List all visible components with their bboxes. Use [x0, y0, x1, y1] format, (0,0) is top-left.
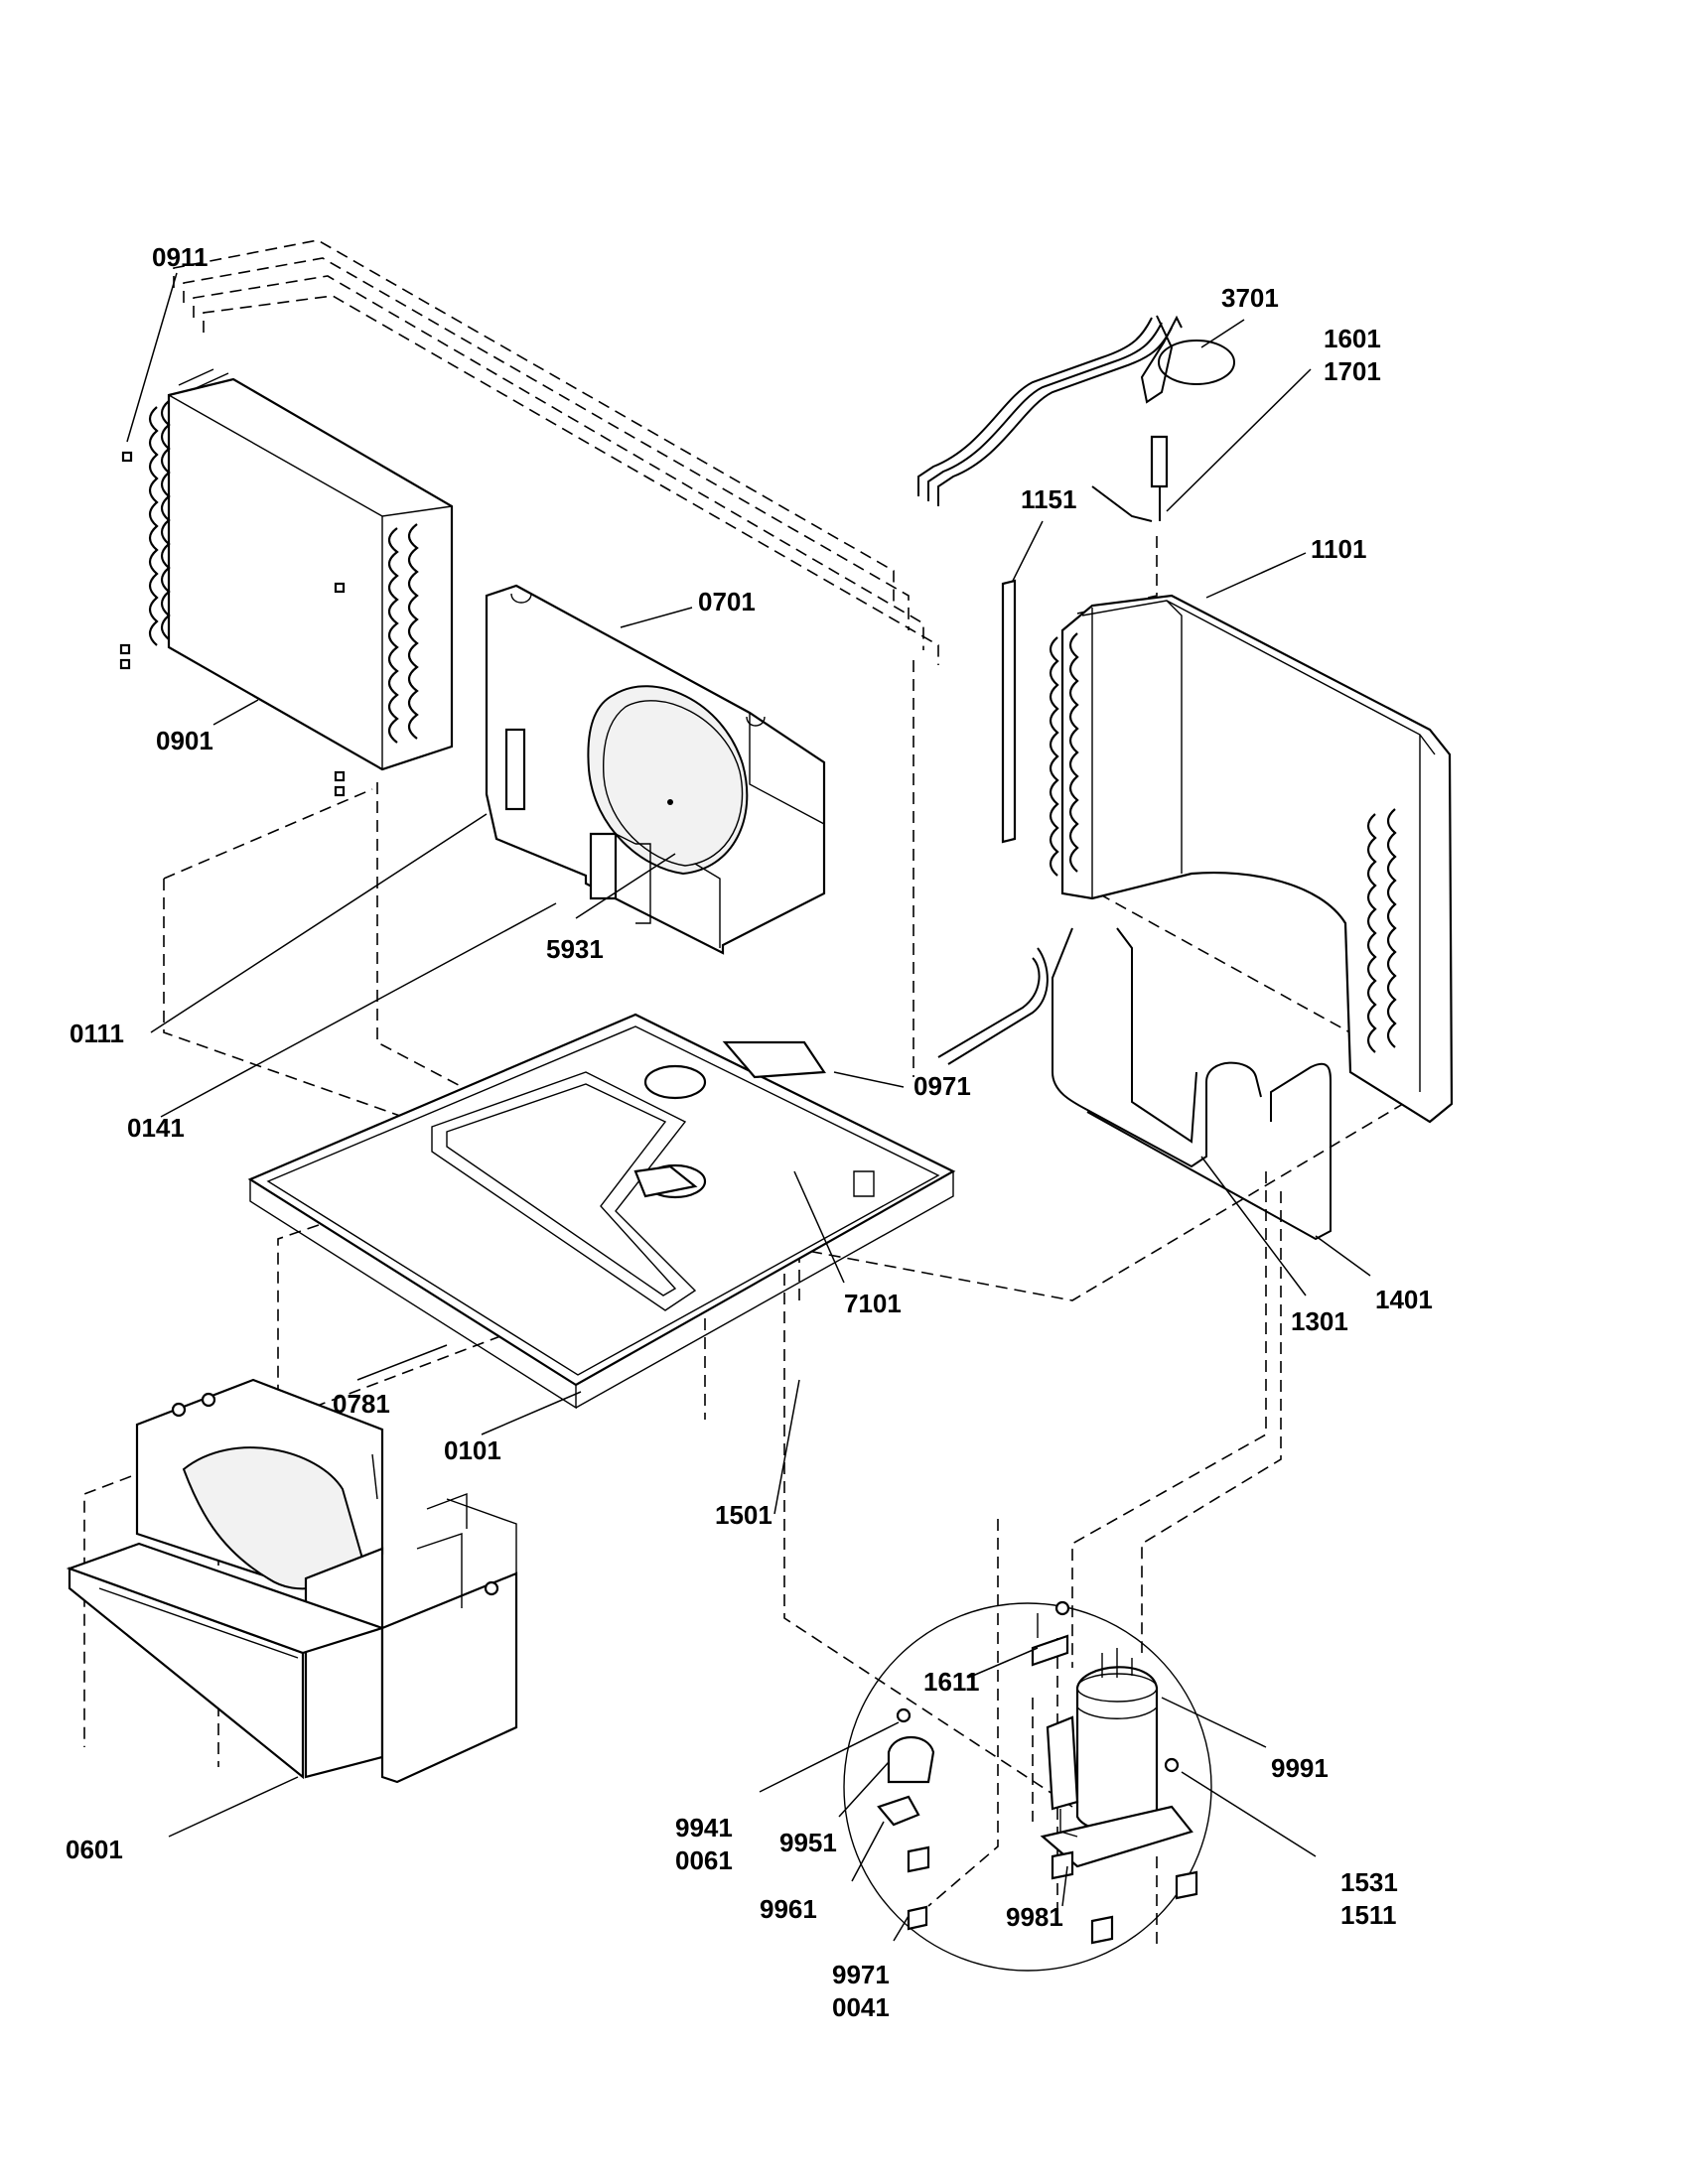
evaporator-coil-1101 — [1049, 594, 1454, 1124]
callout-0111: 0111 — [70, 1019, 124, 1048]
callout-0041: 0041 — [832, 1992, 890, 2022]
base-pan-0101 — [247, 1013, 956, 1410]
callout-9961: 9961 — [760, 1894, 817, 1924]
shroud-0701 — [485, 584, 826, 955]
callout-0901: 0901 — [156, 726, 213, 755]
callout-5931: 5931 — [546, 934, 604, 964]
callout-1531: 1531 — [1340, 1867, 1398, 1897]
callout-9941: 9941 — [675, 1813, 733, 1843]
callout-0141: 0141 — [127, 1113, 185, 1143]
callout-3701: 3701 — [1221, 283, 1279, 313]
wrapper-partition-0601 — [66, 1378, 518, 1784]
callout-0601: 0601 — [66, 1835, 123, 1864]
callout-0701: 0701 — [698, 587, 756, 616]
callout-1601: 1601 — [1324, 324, 1381, 353]
callout-labels: 0911 0901 0701 3701 1601 1701 1151 1101 … — [66, 242, 1433, 2022]
callout-9951: 9951 — [779, 1828, 837, 1857]
callout-1301: 1301 — [1291, 1306, 1348, 1336]
thermistor-strip-1151 — [1001, 579, 1017, 844]
callout-9971: 9971 — [832, 1960, 890, 1989]
callout-9981: 9981 — [1006, 1902, 1063, 1932]
callout-1501: 1501 — [715, 1500, 772, 1530]
refrigerant-tubes-1301-1401 — [937, 927, 1332, 1241]
callout-0971: 0971 — [913, 1071, 971, 1101]
callout-0781: 0781 — [333, 1389, 390, 1419]
callout-9991: 9991 — [1271, 1753, 1329, 1783]
leader-lines — [126, 272, 1371, 1942]
callout-1101: 1101 — [1311, 534, 1366, 564]
callout-0911: 0911 — [152, 242, 208, 272]
callout-0101: 0101 — [444, 1435, 501, 1465]
callout-1151: 1151 — [1021, 484, 1076, 514]
callout-1511: 1511 — [1340, 1900, 1396, 1930]
condenser-coil-0901 — [119, 368, 454, 797]
callout-7101: 7101 — [844, 1289, 902, 1318]
capillary-tube-3701 — [917, 315, 1235, 522]
compressor-inset — [843, 1600, 1212, 1972]
callout-1401: 1401 — [1375, 1285, 1433, 1314]
callout-1611: 1611 — [923, 1667, 979, 1697]
callout-0061: 0061 — [675, 1845, 733, 1875]
callout-1701: 1701 — [1324, 356, 1381, 386]
